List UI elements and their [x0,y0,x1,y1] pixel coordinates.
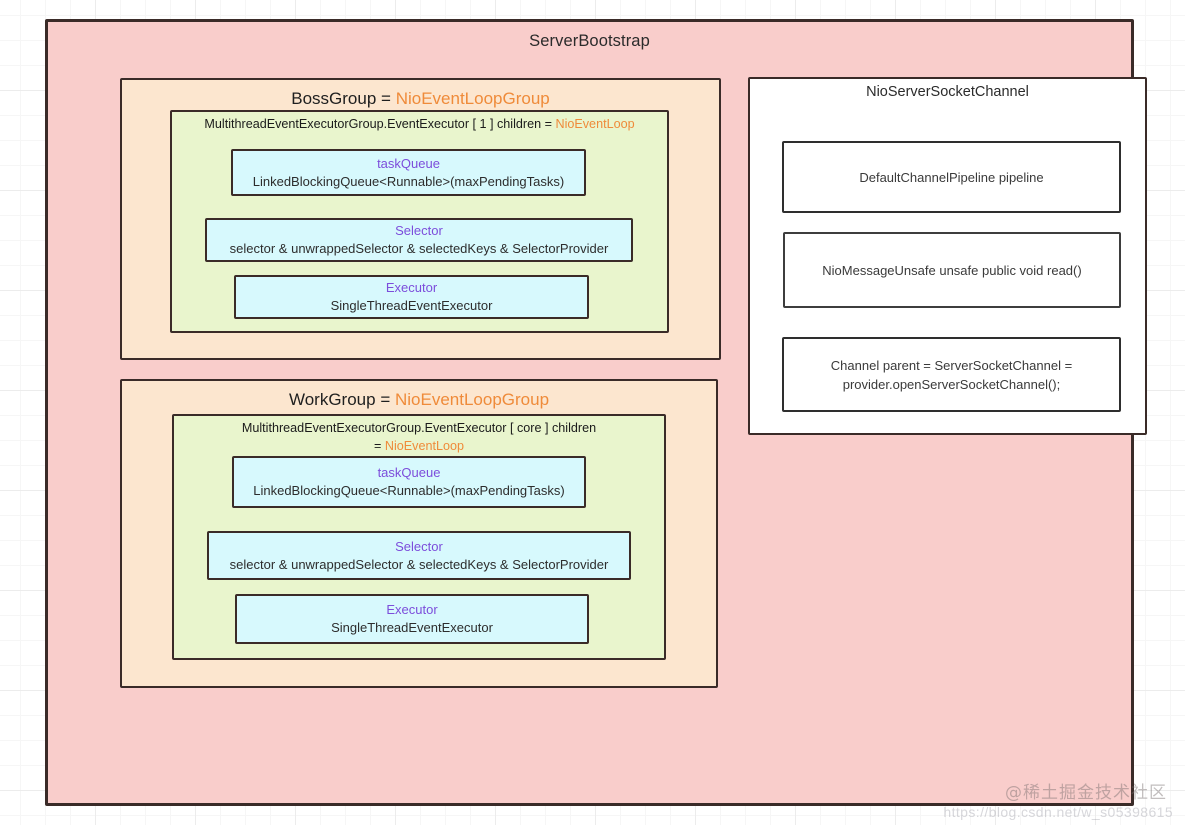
work-group-type: NioEventLoopGroup [394,390,550,409]
work-executor-group-header-eq: = [374,439,385,453]
work-task-queue-subtitle: LinkedBlockingQueue<Runnable>(maxPending… [253,483,565,498]
boss-group-type: NioEventLoopGroup [395,89,550,108]
boss-executor-box: Executor SingleThreadEventExecutor [234,275,589,319]
boss-selector-subtitle: selector & unwrappedSelector & selectedK… [229,241,609,256]
work-executor-group-header-line2: = NioEventLoop [178,437,660,455]
boss-group-equals: = [381,89,391,108]
work-selector-title: Selector [395,538,443,554]
work-executor-group-header: MultithreadEventExecutorGroup.EventExecu… [178,419,660,455]
server-bootstrap-title: ServerBootstrap [529,32,650,50]
boss-task-queue-subtitle: LinkedBlockingQueue<Runnable>(maxPending… [252,173,565,189]
channel-parent-line2: provider.openServerSocketChannel(); [842,376,1061,392]
watermark-url: https://blog.csdn.net/w_s05398615 [943,804,1173,820]
boss-executor-subtitle: SingleThreadEventExecutor [330,298,493,313]
work-executor-subtitle: SingleThreadEventExecutor [331,620,493,635]
server-bootstrap-container: ServerBootstrap BossGroup = NioEventLoop… [45,19,1147,806]
nio-server-socket-channel-title: NioServerSocketChannel [866,84,1029,100]
boss-task-queue-title: taskQueue [377,155,440,171]
work-executor-box: Executor SingleThreadEventExecutor [235,594,589,644]
work-executor-group-header-accent: NioEventLoop [384,439,464,453]
nio-message-unsafe-box: NioMessageUnsafe unsafe public void read… [783,232,1121,308]
work-selector-box: Selector selector & unwrappedSelector & … [207,531,631,580]
nio-message-unsafe-label: NioMessageUnsafe unsafe public void read… [822,262,1082,278]
boss-task-queue-box: taskQueue LinkedBlockingQueue<Runnable>(… [231,149,586,196]
channel-parent-box: Channel parent = ServerSocketChannel = p… [782,337,1121,412]
boss-executor-group-header-accent: NioEventLoop [555,117,635,131]
work-group-name: WorkGroup [288,390,376,409]
boss-selector-box: Selector selector & unwrappedSelector & … [205,218,633,262]
work-executor-group-header-line1: MultithreadEventExecutorGroup.EventExecu… [241,421,597,435]
default-channel-pipeline-box: DefaultChannelPipeline pipeline [782,141,1121,213]
boss-selector-title: Selector [395,223,443,238]
boss-executor-group-header-text: MultithreadEventExecutorGroup.EventExecu… [204,117,556,131]
work-selector-subtitle: selector & unwrappedSelector & selectedK… [229,556,609,572]
watermark-text: @稀土掘金技术社区 [1005,783,1167,803]
boss-group-title: BossGroup = NioEventLoopGroup [122,89,719,109]
boss-executor-title: Executor [385,280,438,295]
work-task-queue-title: taskQueue [377,465,441,480]
work-executor-title: Executor [386,602,438,617]
work-group-equals: = [380,390,391,409]
default-channel-pipeline-label: DefaultChannelPipeline pipeline [859,169,1044,185]
work-group-title: WorkGroup = NioEventLoopGroup [122,390,716,410]
boss-executor-group-header: MultithreadEventExecutorGroup.EventExecu… [176,115,663,133]
boss-group-name: BossGroup [291,89,377,108]
channel-parent-line1: Channel parent = ServerSocketChannel = [830,357,1073,373]
work-task-queue-box: taskQueue LinkedBlockingQueue<Runnable>(… [232,456,586,508]
